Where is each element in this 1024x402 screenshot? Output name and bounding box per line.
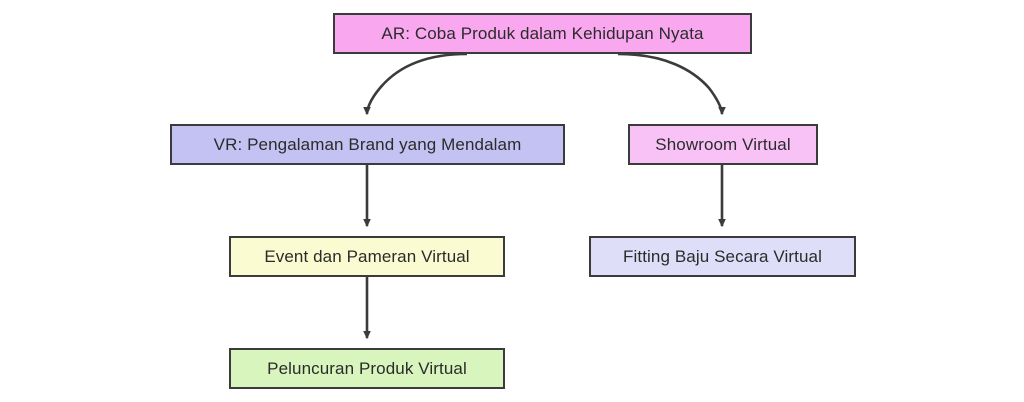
node-label-ar: AR: Coba Produk dalam Kehidupan Nyata: [381, 24, 704, 43]
flowchart-node-vr[interactable]: VR: Pengalaman Brand yang Mendalam: [170, 124, 565, 165]
flowchart-node-fitting-baju-virtual[interactable]: Fitting Baju Secara Virtual: [589, 236, 856, 277]
flowchart-node-ar[interactable]: AR: Coba Produk dalam Kehidupan Nyata: [333, 13, 752, 54]
flowchart-node-event-pameran-virtual[interactable]: Event dan Pameran Virtual: [229, 236, 505, 277]
node-label-showroom-virtual: Showroom Virtual: [655, 135, 791, 154]
node-label-fitting-baju-virtual: Fitting Baju Secara Virtual: [623, 247, 822, 266]
node-label-vr: VR: Pengalaman Brand yang Mendalam: [213, 135, 522, 154]
flowchart-node-peluncuran-produk-virtual[interactable]: Peluncuran Produk Virtual: [229, 348, 505, 389]
edge-ar-to-vr: [363, 52, 468, 116]
node-label-peluncuran-produk-virtual: Peluncuran Produk Virtual: [267, 359, 467, 378]
edge-ar-to-showroom: [617, 52, 726, 116]
flowchart-node-showroom-virtual[interactable]: Showroom Virtual: [628, 124, 818, 165]
node-label-event-pameran-virtual: Event dan Pameran Virtual: [264, 247, 470, 266]
